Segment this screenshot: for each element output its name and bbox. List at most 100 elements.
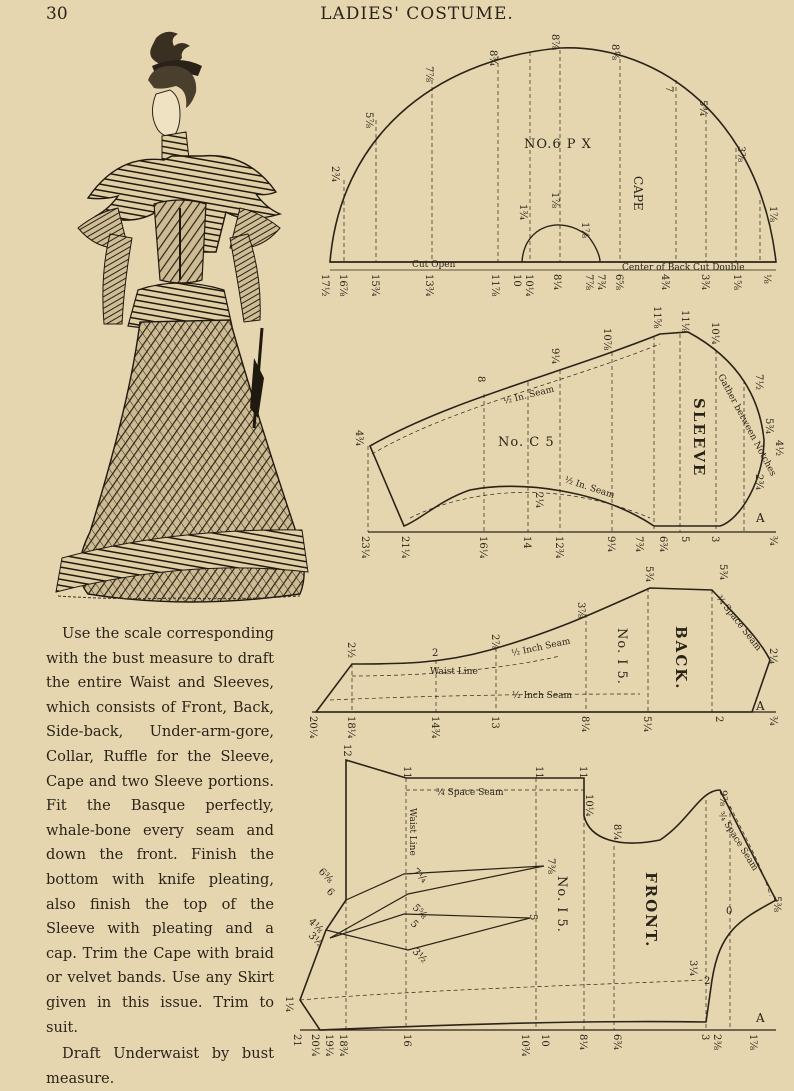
front-mark: 4⅛ [306,916,325,935]
back-outline [314,587,771,713]
front-name: FRONT. [642,872,660,948]
cape-mark: 7 [663,86,674,92]
cape-mark: 1⅞ [767,206,778,222]
cape-mark: 5⅞ [363,112,374,128]
sleeve-bottom-marks: 23¼ 21¼ 16¼ 14 12¾ 9¼ 7¾ 6¾ 5 3 2¼ 2¾ ¾ [359,474,778,559]
sleeve-mark: 11⅝ [651,306,662,329]
sleeve-mark: 4¾ [353,430,364,446]
sleeve-mark: 2¾ [753,474,764,490]
front-mark: 10¼ [583,794,594,817]
back-mark: 18¼ [345,716,356,739]
sleeve-mark: 7¾ [633,536,644,552]
cape-mark: 15¾ [369,274,380,297]
cape-name: CAPE [631,176,645,211]
cape-mark: 4¾ [659,274,670,290]
sleeve-mark: 9¼ [549,348,560,364]
back-mark: 5¾ [643,566,654,582]
cape-mark: 16⅞ [337,274,348,297]
front-mark: 18¾ [337,1034,348,1057]
cape-mark: 8⅞ [549,34,560,50]
sleeve-mark: 10⅞ [601,328,612,351]
cape-mark: 17½ [319,274,330,297]
fashion-illustration [55,31,309,603]
instructions-block: Use the scale corresponding with the bus… [46,622,274,1091]
front-mark: 20¼ [309,1034,320,1057]
front-mark: 6 [324,886,336,898]
front-mark: 3¼ [687,960,698,976]
cape-mark: 13¾ [423,274,434,297]
sleeve-point-a: A [755,511,765,525]
back-mark: 5¼ [641,716,652,732]
back-mark: 20¼ [307,716,318,739]
front-mark: 10 [539,1034,550,1047]
sleeve-mark: 21¼ [399,536,410,559]
front-mark: 16 [401,1034,412,1047]
sleeve-top-marks: 11⅝ 11⅛ 10⅞ 10¼ 9¼ 8 7½ 5¾ 4½ 4¾ [353,306,784,456]
front-mark: 19¼ [323,1034,334,1057]
front-mark: 9⅞ [717,790,728,806]
front-waist-line: Waist Line [407,808,417,856]
front-mark: 8¼ [611,824,622,840]
cape-mark: 5¾ [697,100,708,116]
back-mark: 14¾ [429,716,440,739]
cape-mark: 7⅞ [583,274,594,290]
back-mark: 2¼ [767,648,778,664]
front-point-a: A [755,1011,765,1025]
cape-bottom-marks: 17½ 16⅞ 15¾ 13¾ 11⅞ 10 10¼ 8¼ 7⅞ 7¾ 6⅝ 4… [319,274,772,297]
sleeve-mark: 3 [709,536,720,542]
sleeve-gather: Gather between Notches [715,373,777,479]
cape-mark: 10¼ [523,274,534,297]
back-mark: 5¾ [717,564,728,580]
cape-mark: 1⅞ [579,222,590,238]
cape-cut-open: Cut Open [412,260,456,270]
cape-mark: 11⅞ [489,274,500,297]
sleeve-mark: 16¼ [477,536,488,559]
front-mark: 7⅜ [545,858,556,874]
front-mark: 11 [533,766,544,779]
front-title: No. I 5. [554,876,569,933]
sleeve-mark: 2¼ [533,492,544,508]
front-mark: 3½ [410,946,429,965]
front-space-seam-top: ¾ Space Seam [436,787,504,798]
back-inch-seam-lower: ½ Inch Seam [512,690,572,701]
instructions-paragraph-underwaist: Draft Underwaist by bust measure. [46,1045,274,1087]
back-inch-seam: ½ Inch Seam [510,636,571,659]
cape-mark: 7¾ [595,274,606,290]
front-mark: 5 [527,914,538,920]
sleeve-mark: 11⅛ [679,310,690,333]
front-side-marks: 6⅜ 6 4⅛ 3½ 1¼ 7¼ 7⅜ 5⅝ 5 5 3½ 3¼ 2 0 [283,858,732,1012]
back-mark: 8¼ [579,716,590,732]
cape-mark: 3⅞ [735,146,746,162]
cape-title: NO.6 P X [524,137,592,152]
cape-mark: 6⅝ [613,274,624,290]
sleeve-mark: 8 [475,376,486,382]
cape-center-back: Center of Back Cut Double [622,263,745,273]
sleeve-mark: 5 [679,536,690,542]
back-mark: 2 [713,716,724,722]
cape-mark: 1¾ [517,204,528,220]
cape-mark: ⅛ [761,274,772,284]
front-mark: 5⅝ [410,902,429,921]
sleeve-mark: 6¾ [657,536,668,552]
back-mark: 2⅞ [489,634,500,650]
sleeve-mark: 7½ [753,374,764,390]
front-space-seam-side: ¾ Space Seam [715,810,760,873]
running-head: LADIES' COSTUME. [320,4,514,24]
cape-mark: 3¾ [699,274,710,290]
front-mark: 5⅜ [771,896,782,912]
sleeve-mark: 14 [521,536,532,549]
front-mark: 3½ [306,930,325,949]
back-space-seam: ¾ Space Seam [714,593,765,653]
back-mark: 2 [432,648,438,659]
sleeve-mark: 4½ [773,440,784,456]
back-top-marks: 5¾ 5¾ 3⅞ 2⅞ 2½ 2 2¼ [345,564,778,664]
sleeve-mark: 23¼ [359,536,370,559]
front-mark: 6¾ [611,1034,622,1050]
sleeve-mark: 12¾ [553,536,564,559]
cape-inner-marks: 1¾ 1⅞ 1⅞ [517,192,590,238]
sleeve-mark: 9¼ [605,536,616,552]
sleeve-outline [368,331,765,528]
cape-outline [329,47,777,263]
back-point-a: A [755,699,765,713]
sleeve-title: No. C 5 [498,435,555,450]
